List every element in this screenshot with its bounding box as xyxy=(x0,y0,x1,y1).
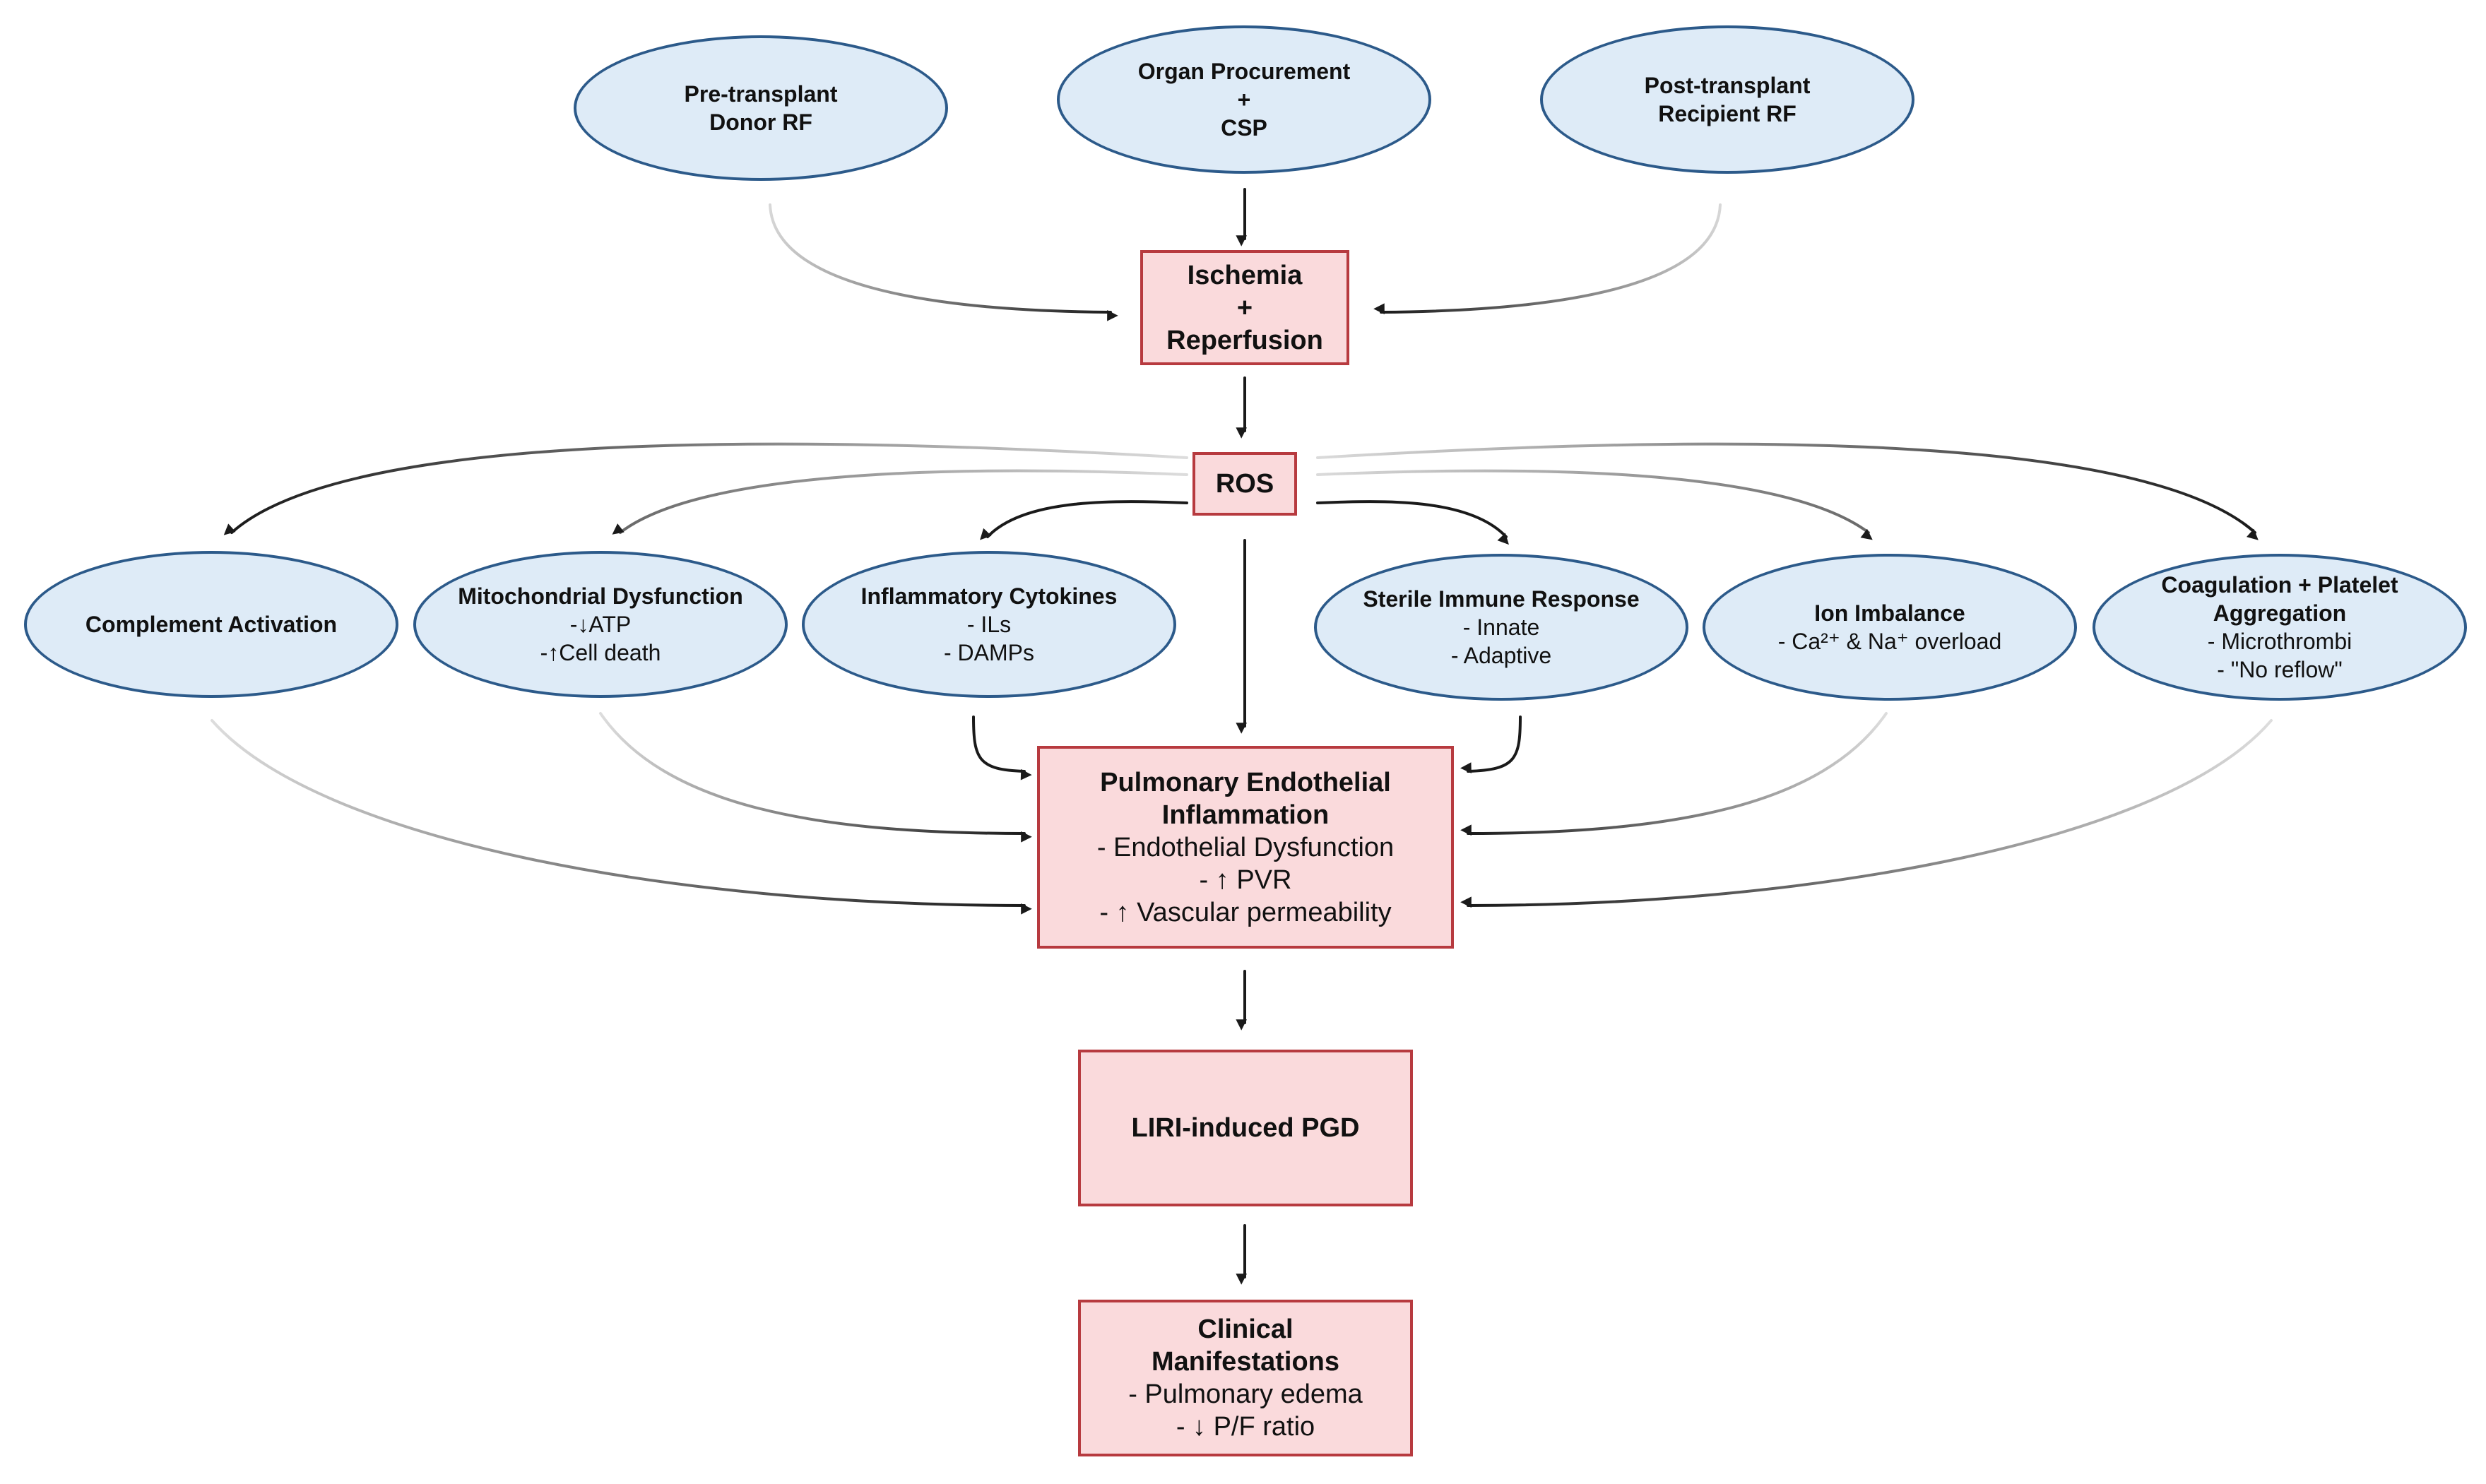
endothelial-title-line1: Pulmonary Endothelial xyxy=(1100,767,1391,797)
clinical-manifestations-box: Clinical Manifestations - Pulmonary edem… xyxy=(1078,1300,1413,1456)
ion-item-1: - Ca²⁺ & Na⁺ overload xyxy=(1777,629,2002,654)
complement-activation-node: Complement Activation xyxy=(24,551,398,698)
arrow-coagulation-to-endothelial xyxy=(1460,719,2273,908)
arrow-ros-to-complement xyxy=(223,442,1188,535)
ros-box: ROS xyxy=(1192,452,1297,516)
pre-transplant-line2: Donor RF xyxy=(709,109,812,135)
sterile-item-2: - Adaptive xyxy=(1450,643,1552,668)
inflammatory-cytokines-node: Inflammatory Cytokines - ILs - DAMPs xyxy=(802,551,1176,698)
mitochondrial-dysfunction-node: Mitochondrial Dysfunction -↓ATP -↑Cell d… xyxy=(413,551,788,698)
cytokines-item-2: - DAMPs xyxy=(944,640,1034,665)
endothelial-item-2: - ↑ PVR xyxy=(1199,865,1292,895)
clinical-title-line2: Manifestations xyxy=(1151,1347,1340,1377)
clinical-item-1: - Pulmonary edema xyxy=(1128,1379,1363,1409)
ion-imbalance-node: Ion Imbalance - Ca²⁺ & Na⁺ overload xyxy=(1703,554,2077,701)
sterile-item-1: - Innate xyxy=(1462,615,1540,640)
ischemia-line2: + xyxy=(1236,292,1253,323)
arrow-posttransplant-to-ischemia xyxy=(1373,203,1722,314)
mitochondrial-item-1: -↓ATP xyxy=(569,612,632,637)
liri-pgd-box: LIRI-induced PGD xyxy=(1078,1050,1413,1206)
coagulation-title-line1: Coagulation + Platelet xyxy=(2161,572,2398,598)
arrow-ros-to-coagulation xyxy=(1316,442,2259,540)
ischemia-line3: Reperfusion xyxy=(1166,325,1323,355)
ros-label: ROS xyxy=(1215,469,1274,499)
arrow-ion-to-endothelial xyxy=(1460,712,1888,836)
endothelial-item-3: - ↑ Vascular permeability xyxy=(1099,897,1392,927)
arrow-ros-to-mitochondrial xyxy=(612,469,1188,535)
arrow-mitochondrial-to-endothelial xyxy=(599,712,1032,843)
arrow-ros-to-sterile xyxy=(1316,500,1509,545)
coagulation-item-1: - Microthrombi xyxy=(2207,629,2352,654)
coagulation-platelet-node: Coagulation + Platelet Aggregation - Mic… xyxy=(2093,554,2467,701)
endothelial-item-1: - Endothelial Dysfunction xyxy=(1096,832,1395,862)
arrow-cytokines-to-endothelial xyxy=(972,716,1032,780)
endothelial-title-line2: Inflammation xyxy=(1161,800,1330,830)
pre-transplant-line1: Pre-transplant xyxy=(684,81,838,107)
arrow-sterile-to-endothelial xyxy=(1460,716,1522,773)
complement-title: Complement Activation xyxy=(85,612,338,637)
sterile-immune-response-node: Sterile Immune Response - Innate - Adapt… xyxy=(1314,554,1688,701)
clinical-item-2: - ↓ P/F ratio xyxy=(1176,1412,1315,1442)
arrow-ros-to-ion xyxy=(1316,469,1873,540)
ion-title: Ion Imbalance xyxy=(1814,600,1965,626)
arrow-ros-to-cytokines xyxy=(980,500,1188,540)
coagulation-item-2: - "No reflow" xyxy=(2217,657,2343,682)
pre-transplant-node: Pre-transplant Donor RF xyxy=(574,35,948,181)
cytokines-item-1: - ILs xyxy=(966,612,1012,637)
post-transplant-line1: Post-transplant xyxy=(1644,73,1811,98)
mitochondrial-title: Mitochondrial Dysfunction xyxy=(458,583,743,609)
ischemia-line1: Ischemia xyxy=(1187,260,1303,290)
ischemia-reperfusion-box: Ischemia + Reperfusion xyxy=(1140,250,1349,365)
arrow-complement-to-endothelial xyxy=(211,719,1032,915)
organ-procurement-line3: CSP xyxy=(1221,115,1267,141)
arrow-pretransplant-to-ischemia xyxy=(769,203,1118,321)
organ-procurement-line1: Organ Procurement xyxy=(1137,59,1351,84)
cytokines-title: Inflammatory Cytokines xyxy=(860,583,1118,609)
post-transplant-node: Post-transplant Recipient RF xyxy=(1540,25,1914,174)
organ-procurement-node: Organ Procurement + CSP xyxy=(1057,25,1431,174)
endothelial-inflammation-box: Pulmonary Endothelial Inflammation - End… xyxy=(1037,746,1454,949)
sterile-title: Sterile Immune Response xyxy=(1363,586,1640,612)
coagulation-title-line2: Aggregation xyxy=(2213,600,2347,626)
organ-procurement-line2: + xyxy=(1237,87,1251,112)
clinical-title-line1: Clinical xyxy=(1197,1314,1294,1344)
post-transplant-line2: Recipient RF xyxy=(1658,101,1797,126)
mitochondrial-item-2: -↑Cell death xyxy=(540,640,661,665)
pgd-label: LIRI-induced PGD xyxy=(1131,1113,1360,1143)
